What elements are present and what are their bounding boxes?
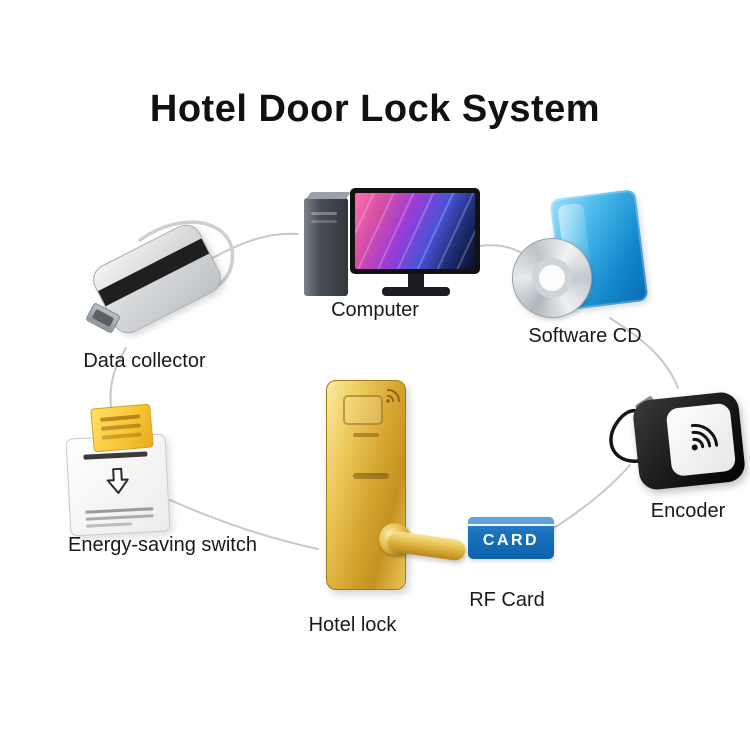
link-computer-software xyxy=(479,244,521,253)
switch-text-line xyxy=(85,514,154,521)
wifi-icon xyxy=(690,423,719,451)
software-cd-label: Software CD xyxy=(528,325,642,347)
link-collector-computer xyxy=(204,232,299,263)
hotel-lock-label: Hotel lock xyxy=(308,614,397,636)
lock-plate xyxy=(326,380,411,590)
computer-illustration xyxy=(296,186,486,306)
energy-switch-illustration xyxy=(65,403,188,538)
lock-mid-slot xyxy=(353,473,389,479)
rf-card-illustration: CARD xyxy=(468,517,554,559)
encoder-usb-cable xyxy=(609,408,654,463)
rfid-wave-icon xyxy=(386,389,400,403)
software-cd-illustration xyxy=(512,189,657,324)
computer-label: Computer xyxy=(331,299,419,321)
computer-screen xyxy=(355,193,475,269)
link-switch-lock xyxy=(169,499,319,550)
monitor-stand-base xyxy=(382,287,450,296)
inserted-keycard xyxy=(90,403,154,453)
computer-monitor xyxy=(350,188,480,274)
cd-disc xyxy=(512,238,592,318)
switch-card-slot xyxy=(83,451,148,460)
switch-plate xyxy=(65,433,171,537)
encoder-panel xyxy=(665,402,737,477)
rf-card-label: RF Card xyxy=(469,589,545,611)
card-slot xyxy=(353,433,379,437)
switch-text-line xyxy=(86,522,133,528)
encoder-body xyxy=(631,390,747,492)
down-arrow-icon xyxy=(106,467,129,494)
data-collector-band xyxy=(96,235,216,308)
rf-card-band xyxy=(468,517,554,526)
computer-tower xyxy=(304,198,348,296)
data-collector-label: Data collector xyxy=(83,350,206,372)
link-rfcard-encoder xyxy=(553,464,631,529)
monitor-stand-neck xyxy=(408,274,424,288)
encoder-label: Encoder xyxy=(650,500,726,522)
link-software-encoder xyxy=(609,317,679,389)
switch-text-line xyxy=(85,507,154,514)
data-collector-illustration xyxy=(80,212,245,362)
rf-card-text: CARD xyxy=(482,532,540,549)
hotel-lock-illustration xyxy=(316,380,486,600)
encoder-illustration xyxy=(622,382,750,500)
card-reader-window xyxy=(343,395,383,425)
page-title: Hotel Door Lock System xyxy=(149,88,601,130)
energy-switch-label: Energy-saving switch xyxy=(68,534,257,556)
